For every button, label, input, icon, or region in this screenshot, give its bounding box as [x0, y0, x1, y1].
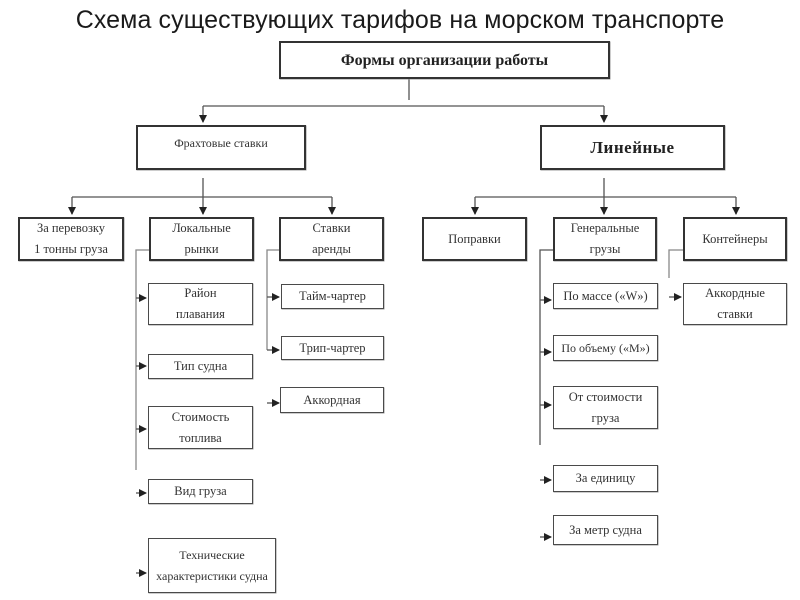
connector-charter-trunk — [266, 249, 279, 350]
per-ton-label: За перевозку 1 тонны груза — [34, 221, 108, 256]
local-item-label: Тип судна — [173, 359, 228, 373]
general-item-by-mass: По массе («W») — [553, 283, 658, 309]
slide-title: Схема существующих тарифов на морском тр… — [75, 6, 725, 34]
local-markets-label: Локальные рынки — [172, 221, 231, 256]
liner-label: Линейные — [590, 138, 675, 157]
corrections-label: Поправки — [448, 231, 501, 246]
general-item-label: За единицу — [575, 471, 636, 485]
general-item-by-value: От стоимости груза — [553, 386, 658, 429]
general-cargo-node: Генеральные грузы — [553, 217, 657, 261]
local-markets-node: Локальные рынки — [149, 217, 254, 261]
containers-item-lump-sum-rates: Аккордные ставки — [683, 283, 787, 325]
local-item-label: Вид груза — [174, 484, 227, 498]
general-item-label: От стоимости груза — [568, 389, 643, 425]
containers-label: Контейнеры — [702, 231, 768, 246]
charter-item-label: Аккордная — [303, 392, 361, 407]
local-item-fuel-cost: Стоимость топлива — [148, 406, 253, 449]
containers-node: Контейнеры — [683, 217, 787, 261]
general-item-per-ship-meter: За метр судна — [553, 515, 658, 545]
charter-item-label: Трип-чартер — [299, 340, 366, 355]
liner-node: Линейные — [540, 125, 725, 170]
general-item-label: По объему («M») — [561, 340, 650, 355]
per-ton-node: За перевозку 1 тонны груза — [18, 217, 124, 261]
root-label: Формы организации работы — [340, 51, 549, 69]
local-item-label: Стоимость топлива — [171, 409, 230, 445]
local-item-label: Район плавания — [176, 286, 225, 321]
general-item-label: По массе («W») — [563, 288, 648, 303]
local-item-region: Район плавания — [148, 283, 253, 325]
charter-rates-label: Ставки аренды — [312, 221, 351, 256]
root-node: Формы организации работы — [279, 41, 610, 79]
general-cargo-label: Генеральные грузы — [570, 221, 640, 256]
connector-containers-trunk — [668, 249, 683, 278]
freight-rates-label: Фрахтовые ставки — [174, 136, 268, 150]
general-item-by-volume: По объему («M») — [553, 335, 658, 361]
local-item-cargo-type: Вид груза — [148, 479, 253, 504]
local-item-ship-type: Тип судна — [148, 354, 253, 379]
connector-local-trunk — [135, 249, 149, 470]
local-item-tech-specs: Технические характеристики судна — [148, 538, 276, 593]
charter-item-label: Тайм-чартер — [299, 289, 366, 303]
general-item-label: За метр судна — [569, 522, 642, 537]
general-item-per-unit: За единицу — [553, 465, 658, 492]
local-item-label: Технические характеристики судна — [156, 547, 268, 583]
corrections-node: Поправки — [422, 217, 527, 261]
charter-item-time: Тайм-чартер — [281, 284, 384, 309]
containers-item-label: Аккордные ставки — [705, 286, 765, 321]
connector-general-trunk — [539, 249, 553, 445]
freight-rates-node: Фрахтовые ставки — [136, 125, 306, 170]
charter-rates-node: Ставки аренды — [279, 217, 384, 261]
charter-item-trip: Трип-чартер — [281, 336, 384, 360]
charter-item-lump-sum: Аккордная — [280, 387, 384, 413]
